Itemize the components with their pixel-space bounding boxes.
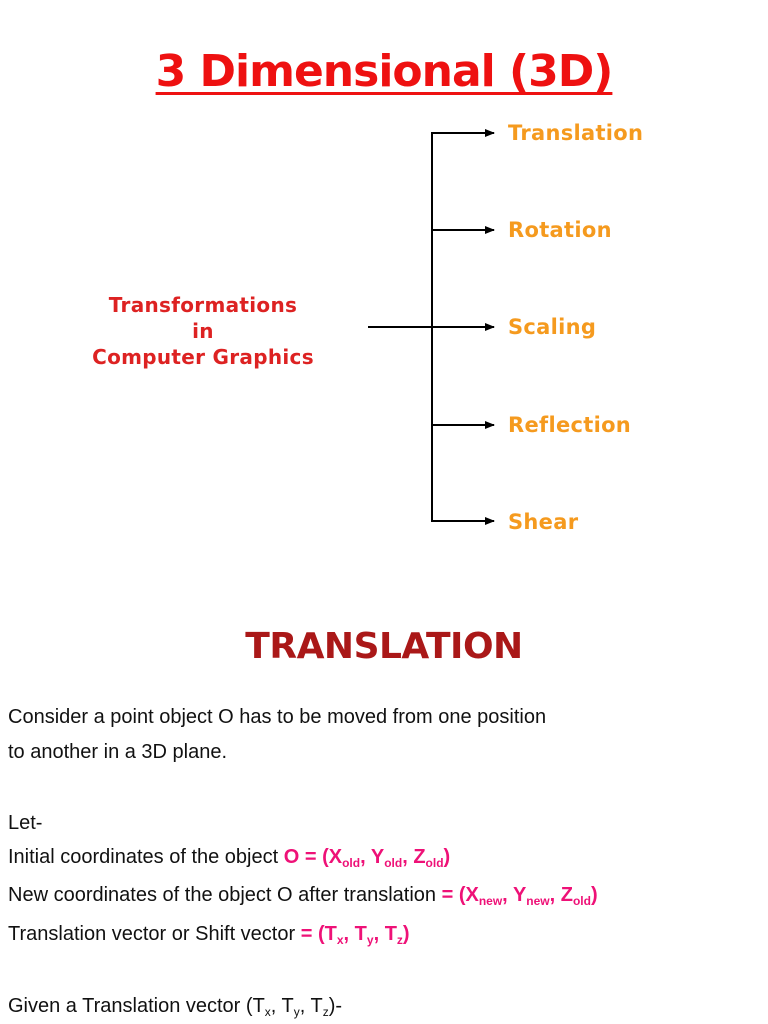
initial-coordinates-line: Initial coordinates of the object O = (X… bbox=[8, 846, 450, 869]
new-coordinates-line: New coordinates of the object O after tr… bbox=[8, 884, 598, 907]
vector-equation: = (Tx, Ty, Tz) bbox=[300, 923, 410, 947]
let-label: Let- bbox=[8, 812, 43, 834]
branch-label-rotation: Rotation bbox=[508, 218, 612, 242]
section-heading: TRANSLATION bbox=[245, 626, 523, 667]
transformations-diagram: Transformations in Computer Graphics Tra… bbox=[0, 110, 768, 550]
root-node-label: Transformations in Computer Graphics bbox=[60, 292, 346, 370]
root-label-line-3: Computer Graphics bbox=[92, 345, 314, 369]
intro-line-1: Consider a point object O has to be move… bbox=[8, 706, 547, 728]
given-vector-line: Given a Translation vector (Tx, Ty, Tz)- bbox=[8, 995, 343, 1019]
branch-label-scaling: Scaling bbox=[508, 315, 597, 339]
intro-line-2: to another in a 3D plane. bbox=[8, 741, 228, 763]
root-label-line-1: Transformations bbox=[108, 293, 298, 317]
branch-label-shear: Shear bbox=[508, 510, 579, 534]
page-title: 3 Dimensional (3D) bbox=[155, 46, 614, 97]
diagram-connectors bbox=[368, 129, 495, 525]
vector-text: Translation vector or Shift vector bbox=[8, 923, 301, 945]
translation-vector-line: Translation vector or Shift vector = (Tx… bbox=[8, 923, 410, 946]
initial-text: Initial coordinates of the object bbox=[8, 846, 284, 868]
new-equation: = (Xnew, Ynew, Zold) bbox=[441, 884, 598, 908]
branch-label-translation: Translation bbox=[508, 121, 644, 145]
initial-equation: O = (Xold, Yold, Zold) bbox=[283, 846, 451, 870]
new-text: New coordinates of the object O after tr… bbox=[8, 884, 442, 906]
branch-label-reflection: Reflection bbox=[508, 413, 632, 437]
root-label-line-2: in bbox=[192, 319, 214, 343]
